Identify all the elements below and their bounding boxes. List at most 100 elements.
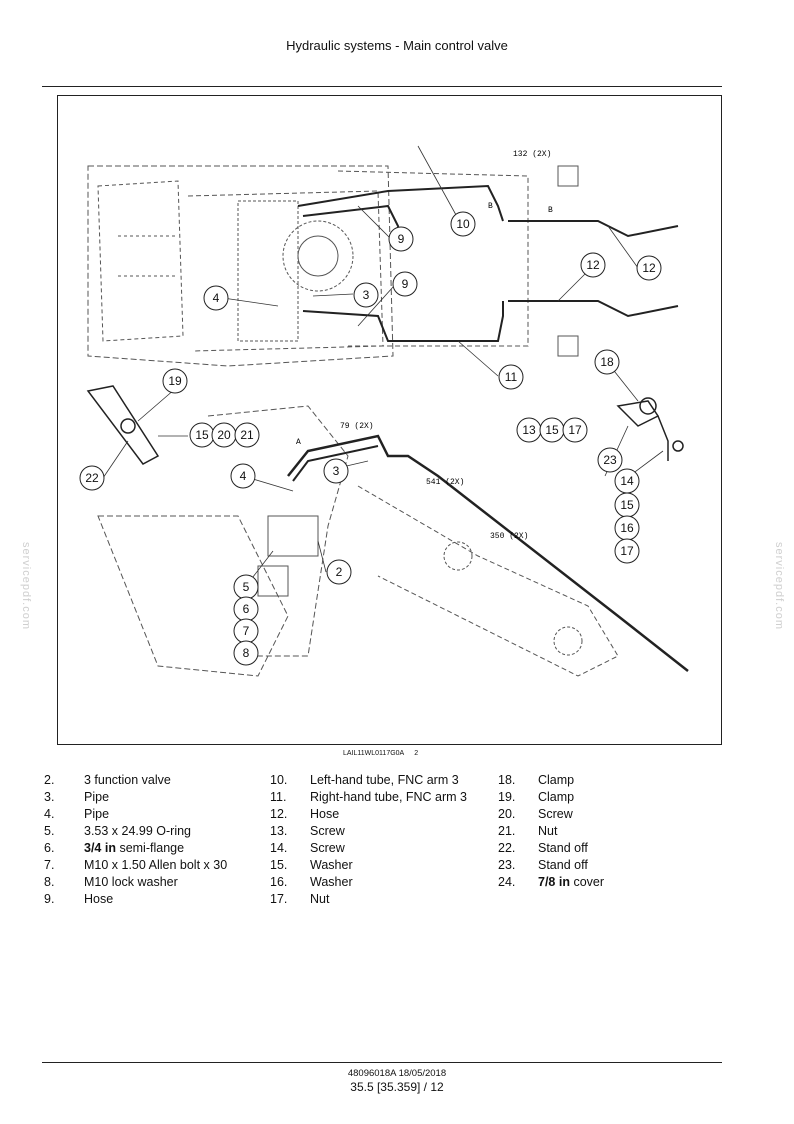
part-row: 12.Hose	[270, 807, 340, 821]
part-row: 9.Hose	[44, 892, 114, 906]
svg-text:11: 11	[505, 370, 518, 384]
parts-column-2: 10.Left-hand tube, FNC arm 3 11.Right-ha…	[270, 772, 510, 908]
section-a: A	[296, 438, 301, 447]
callout-14: 14	[614, 468, 640, 494]
callout-15-stack: 15	[614, 492, 640, 518]
svg-text:3: 3	[363, 288, 370, 302]
svg-text:17: 17	[568, 423, 582, 437]
callout-15-right: 15	[539, 417, 565, 443]
svg-text:7: 7	[243, 624, 250, 638]
drawing-svg: 79 (2X) 541 (2X) 350 (2X) 132 (2X) A B B	[79, 145, 689, 677]
svg-text:10: 10	[456, 217, 470, 231]
callout-21: 21	[234, 422, 260, 448]
figure-code: LAIL11WL0117G0A	[343, 750, 405, 757]
svg-text:16: 16	[620, 521, 634, 535]
part-bold-size: 3/4 in	[84, 841, 116, 855]
part-row: 13.Screw	[270, 824, 345, 838]
svg-text:17: 17	[620, 544, 634, 558]
dim-132: 132 (2X)	[513, 150, 551, 159]
frame-outline	[87, 165, 619, 677]
part-row: 11.Right-hand tube, FNC arm 3	[270, 790, 468, 804]
part-row: 14.Screw	[270, 841, 345, 855]
callout-10: 10	[450, 211, 476, 237]
callout-4-upper: 4	[203, 285, 229, 311]
callout-16: 16	[614, 515, 640, 541]
callout-5: 5	[233, 574, 259, 600]
callout-17-stack: 17	[614, 538, 640, 564]
part-row: 23.Stand off	[498, 858, 588, 872]
callout-3-lower: 3	[323, 458, 349, 484]
callout-13: 13	[516, 417, 542, 443]
part-row: 6.3/4 in semi-flange	[44, 841, 185, 855]
part-row: 4.Pipe	[44, 807, 110, 821]
dim-79: 79 (2X)	[340, 422, 374, 431]
callout-12-b: 12	[636, 255, 662, 281]
part-row: 16.Washer	[270, 875, 353, 889]
section-b2: B	[548, 206, 553, 215]
svg-text:13: 13	[522, 423, 536, 437]
svg-text:8: 8	[243, 646, 250, 660]
callout-9-lower: 9	[392, 271, 418, 297]
callout-9-upper: 9	[388, 226, 414, 252]
parts-column-3: 18.Clamp 19.Clamp 20.Screw 21.Nut 22.Sta…	[498, 772, 738, 891]
svg-text:4: 4	[213, 291, 220, 305]
part-row: 18.Clamp	[498, 773, 575, 787]
svg-text:18: 18	[600, 355, 614, 369]
figure-number: 2	[414, 750, 419, 757]
svg-text:21: 21	[240, 428, 254, 442]
svg-text:3: 3	[333, 464, 340, 478]
callout-22: 22	[79, 465, 105, 491]
callout-17-right: 17	[562, 417, 588, 443]
section-b1: B	[488, 202, 493, 211]
parts-column-1: 2.3 function valve 3.Pipe 4.Pipe 5.3.53 …	[44, 772, 284, 908]
callout-4-lower: 4	[230, 463, 256, 489]
callout-12-a: 12	[580, 252, 606, 278]
callout-15-left: 15	[189, 422, 215, 448]
figure-caption: LAIL11WL0117G0A 2	[343, 750, 418, 757]
svg-text:12: 12	[642, 261, 656, 275]
part-row: 5.3.53 x 24.99 O-ring	[44, 824, 192, 838]
svg-text:6: 6	[243, 602, 250, 616]
dim-541: 541 (2X)	[426, 478, 464, 487]
part-row: 3.Pipe	[44, 790, 110, 804]
callouts: 9 10 3 4 9 12 12 11 19 15 20 21 22 4 3 2…	[79, 211, 662, 666]
callout-23: 23	[597, 447, 623, 473]
footer-doc-id: 48096018A 18/05/2018	[347, 1068, 447, 1079]
header-rule	[42, 86, 722, 87]
footer-rule	[42, 1062, 722, 1063]
watermark-right: servicepdf.com	[772, 542, 785, 630]
callout-6: 6	[233, 596, 259, 622]
part-row: 10.Left-hand tube, FNC arm 3	[270, 773, 459, 787]
svg-text:23: 23	[603, 453, 617, 467]
svg-text:15: 15	[620, 498, 634, 512]
callout-11: 11	[498, 364, 524, 390]
callout-8: 8	[233, 640, 259, 666]
svg-text:2: 2	[336, 565, 343, 579]
callout-18: 18	[594, 349, 620, 375]
svg-text:15: 15	[195, 428, 209, 442]
callout-19: 19	[162, 368, 188, 394]
page-header-title: Hydraulic systems - Main control valve	[286, 38, 508, 53]
leader-lines	[102, 145, 664, 587]
hydraulic-lines	[287, 184, 689, 672]
svg-text:9: 9	[402, 277, 409, 291]
callout-3-upper: 3	[353, 282, 379, 308]
callout-2: 2	[326, 559, 352, 585]
svg-text:14: 14	[620, 474, 634, 488]
part-row: 8.M10 lock washer	[44, 875, 178, 889]
svg-text:20: 20	[217, 428, 231, 442]
part-row: 2.3 function valve	[44, 773, 171, 787]
watermark-left: servicepdf.com	[19, 542, 32, 630]
callout-20: 20	[211, 422, 237, 448]
part-row: 17.Nut	[270, 892, 330, 906]
dimension-labels: 79 (2X) 541 (2X) 350 (2X) 132 (2X) A B B	[296, 150, 553, 541]
svg-text:15: 15	[545, 423, 559, 437]
part-row: 15.Washer	[270, 858, 353, 872]
footer-page-number: 35.5 [35.359] / 12	[350, 1080, 444, 1094]
svg-text:22: 22	[85, 471, 99, 485]
part-row: 24.7/8 in cover	[498, 875, 605, 889]
svg-text:9: 9	[398, 232, 405, 246]
part-row: 7.M10 x 1.50 Allen bolt x 30	[44, 858, 228, 872]
svg-text:19: 19	[168, 374, 182, 388]
callout-7: 7	[233, 618, 259, 644]
